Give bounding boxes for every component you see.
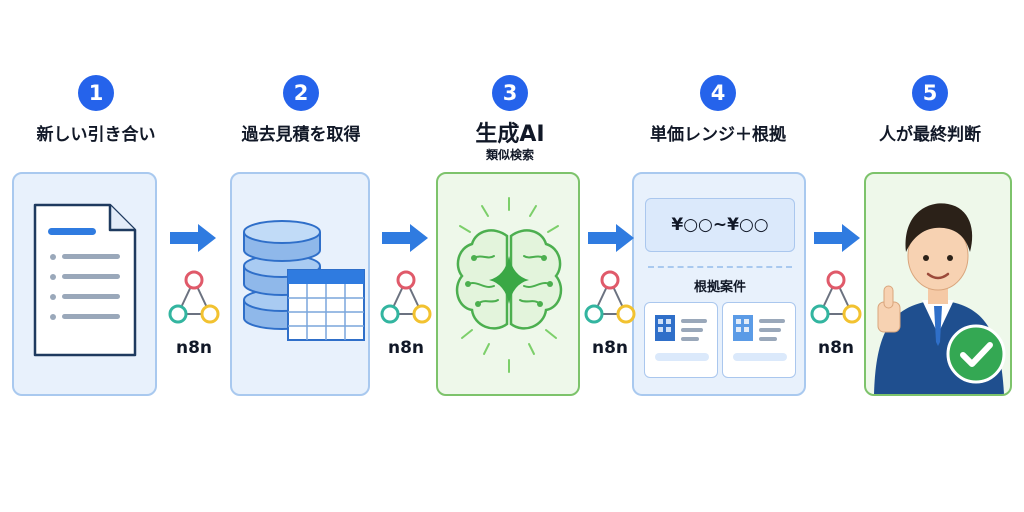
arrow-right-icon	[170, 224, 216, 252]
connector-label: n8n	[175, 338, 213, 358]
connector-label: n8n	[817, 338, 855, 358]
divider	[648, 266, 792, 268]
check-icon	[946, 324, 1006, 384]
arrow-right-icon	[814, 224, 860, 252]
step-3-sublabel: 類似検索	[485, 148, 534, 162]
step-4-card: ¥○○~¥○○ 根拠案件	[632, 172, 806, 396]
step-1-label: 新しい引き合い	[36, 125, 156, 145]
reference-case-card	[722, 302, 796, 378]
step-4-label: 単価レンジ＋根拠	[650, 125, 786, 145]
step-3-card	[436, 172, 580, 396]
step-1-number-badge: 1	[78, 75, 114, 111]
step-1-card	[12, 172, 157, 396]
reference-cases-label: 根拠案件	[693, 280, 746, 295]
building-icon	[655, 315, 709, 361]
arrow-right-icon	[382, 224, 428, 252]
n8n-node-icon	[168, 270, 220, 324]
step-2-number-badge: 2	[283, 75, 319, 111]
building-icon	[733, 315, 787, 361]
price-range-box: ¥○○~¥○○	[645, 198, 795, 252]
step-5-label: 人が最終判断	[879, 125, 981, 145]
arrow-right-icon	[588, 224, 634, 252]
document-icon	[33, 203, 137, 357]
step-2-card	[230, 172, 370, 396]
step-5-card	[864, 172, 1012, 396]
step-4-number-badge: 4	[700, 75, 736, 111]
database-icon	[243, 220, 365, 341]
step-5-number-badge: 5	[912, 75, 948, 111]
brain-icon	[455, 197, 563, 373]
connector-label: n8n	[387, 338, 425, 358]
step-3-number-badge: 3	[492, 75, 528, 111]
reference-case-card	[644, 302, 718, 378]
n8n-node-icon	[584, 270, 636, 324]
n8n-node-icon	[380, 270, 432, 324]
connector-label: n8n	[591, 338, 629, 358]
step-3-label: 生成AI	[475, 122, 545, 147]
n8n-node-icon	[810, 270, 862, 324]
step-2-label: 過去見積を取得	[241, 125, 361, 145]
